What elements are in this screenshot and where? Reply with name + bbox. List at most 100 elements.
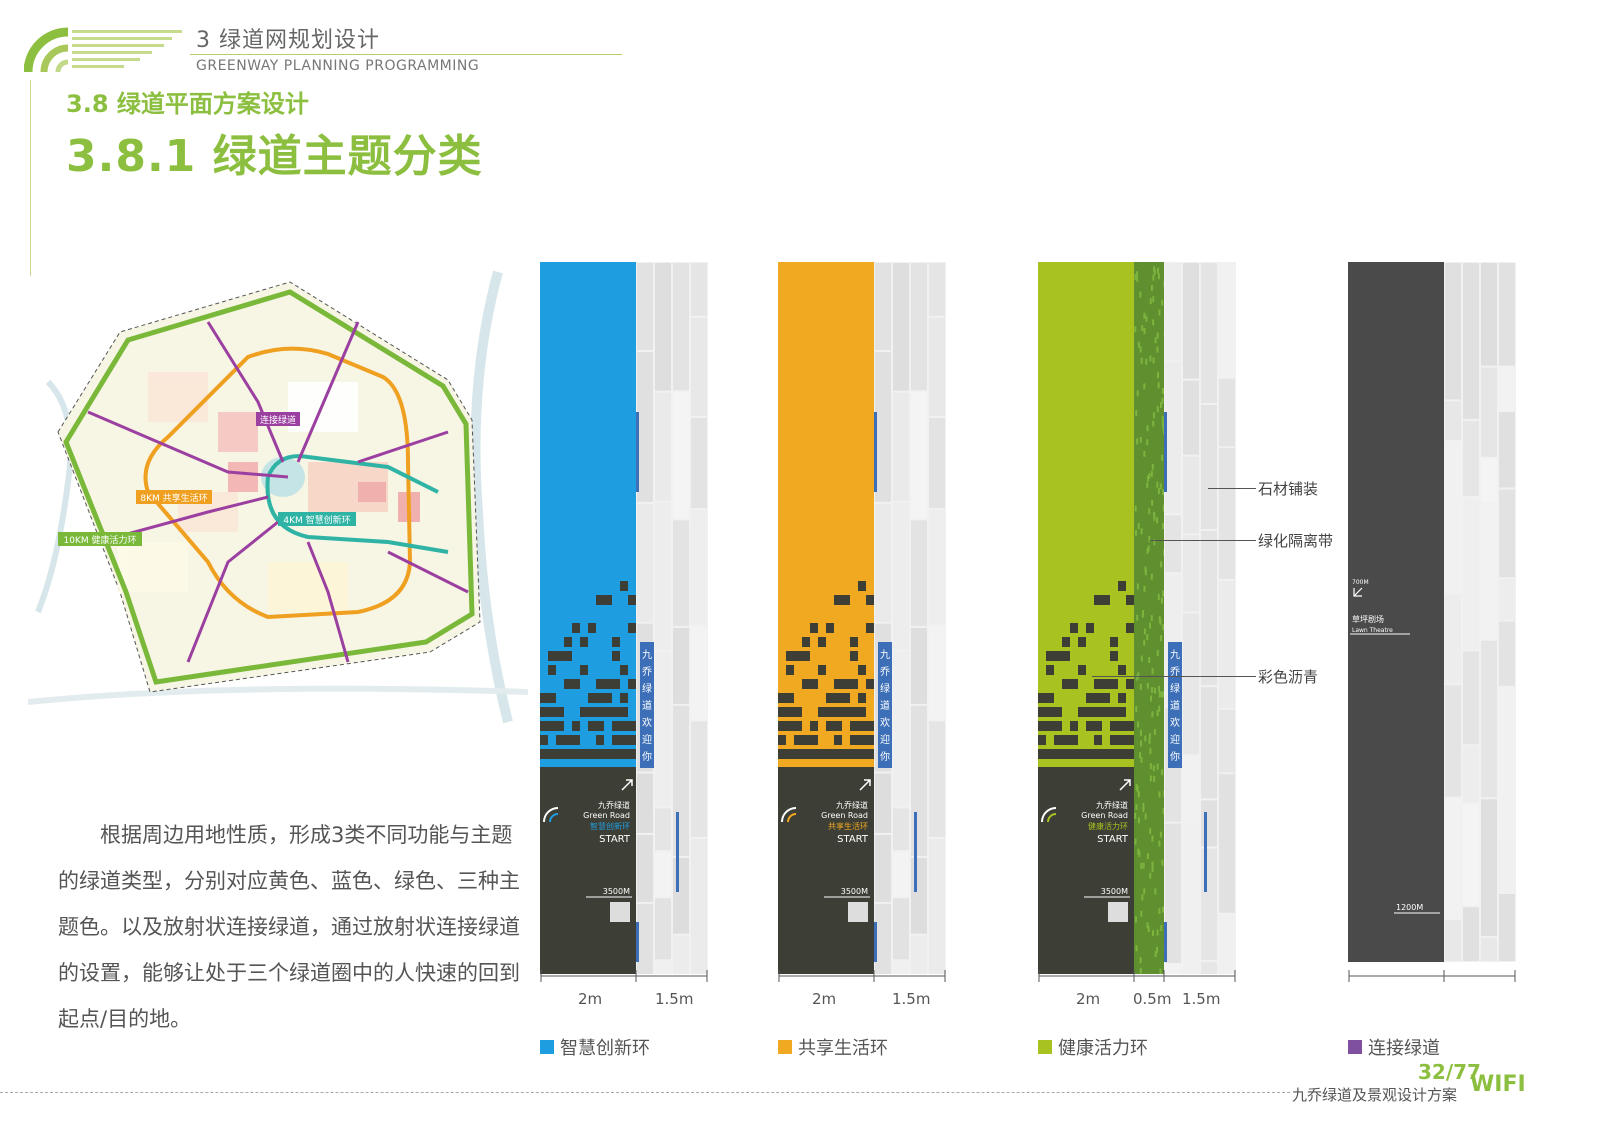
svg-text:道: 道	[1170, 699, 1180, 712]
sign-start: START	[1097, 834, 1129, 845]
sign-name: 九乔绿道	[1096, 800, 1128, 810]
sign-start: START	[837, 834, 869, 845]
sign-distance: 3500M	[603, 887, 630, 896]
svg-text:迎: 迎	[642, 734, 652, 746]
svg-text:欢: 欢	[880, 716, 890, 729]
dim-2m-3: 2m	[1076, 990, 1101, 1008]
section-title: 3.8 绿道平面方案设计	[66, 90, 309, 118]
dim-2m-2: 2m	[812, 990, 837, 1008]
svg-text:你: 你	[642, 750, 652, 763]
svg-text:道: 道	[880, 699, 890, 712]
sign-ring: 健康活力环	[1088, 821, 1128, 831]
sign-name: 九乔绿道	[598, 800, 630, 810]
sign-name: 九乔绿道	[836, 800, 868, 810]
lane-dark	[540, 767, 636, 974]
description-paragraph: 根据周边用地性质，形成3类不同功能与主题的绿道类型，分别对应黄色、蓝色、绿色、三…	[58, 823, 520, 1031]
page-number: 32/77	[1418, 1060, 1481, 1084]
sign-ring: 共享生活环	[828, 821, 868, 831]
legend-label-health: 健康活力环	[1058, 1038, 1148, 1059]
dim-05m-3: 0.5m	[1133, 990, 1172, 1008]
legend-smart: 智慧创新环	[540, 1034, 650, 1060]
qr-code-icon	[848, 902, 868, 922]
map-label-smart: 4KM 智慧创新环	[283, 514, 350, 526]
dim-15m-1: 1.5m	[655, 990, 694, 1008]
svg-text:乔: 乔	[880, 666, 890, 678]
sign-distance: 3500M	[841, 887, 868, 896]
legend-connect: 连接绿道	[1348, 1034, 1440, 1060]
left-divider	[30, 80, 31, 276]
svg-text:欢: 欢	[1170, 716, 1180, 729]
legend-swatch-connect	[1348, 1040, 1362, 1054]
svg-text:道: 道	[642, 699, 652, 712]
legend-swatch-smart	[540, 1040, 554, 1054]
callout-line-green-belt	[1150, 540, 1256, 541]
footer-wifi: WIFI	[1470, 1072, 1526, 1097]
map-label-share: 8KM 共享生活环	[140, 492, 207, 504]
map-label-health: 10KM 健康活力环	[64, 534, 137, 546]
svg-text:欢: 欢	[642, 716, 652, 729]
svg-text:九: 九	[642, 649, 652, 661]
legend-swatch-share	[778, 1040, 792, 1054]
svg-text:绿: 绿	[880, 682, 890, 695]
connect-place-en: Lawn Theatre	[1352, 627, 1393, 634]
legend-label-connect: 连接绿道	[1368, 1038, 1440, 1059]
greenway-logo-icon	[24, 27, 182, 73]
lane-grey	[1348, 262, 1444, 962]
sign-en: Green Road	[1081, 811, 1128, 820]
wifi-icon	[543, 807, 559, 823]
legend-share: 共享生活环	[778, 1034, 888, 1060]
svg-text:乔: 乔	[642, 666, 652, 678]
dim-15m-3: 1.5m	[1182, 990, 1221, 1008]
connect-place: 草坪剧场	[1352, 614, 1384, 624]
page-title: 3.8.1 绿道主题分类	[66, 131, 483, 182]
qr-code-icon	[1108, 902, 1128, 922]
svg-text:你: 你	[1170, 750, 1180, 763]
chapter-title: 3 绿道网规划设计	[196, 28, 380, 53]
footer-divider	[0, 1092, 1290, 1093]
callout-line-stone	[1208, 488, 1256, 489]
svg-text:乔: 乔	[1170, 666, 1180, 678]
svg-text:迎: 迎	[1170, 734, 1180, 746]
connect-distance-top: 700M	[1352, 579, 1369, 586]
svg-text:迎: 迎	[880, 734, 890, 746]
callout-line-asphalt	[1092, 676, 1256, 677]
arrow-icon	[859, 779, 871, 791]
wifi-icon	[1041, 807, 1057, 823]
header-divider	[190, 54, 622, 55]
wifi-icon	[781, 807, 797, 823]
legend-swatch-health	[1038, 1040, 1052, 1054]
connect-distance: 1200M	[1396, 903, 1423, 912]
map-label-connect: 连接绿道	[260, 414, 296, 426]
legend-label-smart: 智慧创新环	[560, 1038, 650, 1059]
callout-stone: 石材铺装	[1258, 480, 1319, 498]
strip-connect: 700M 草坪剧场 Lawn Theatre 1200M	[1348, 262, 1516, 982]
greenway-map: 连接绿道 8KM 共享生活环 4KM 智慧创新环 10KM 健康活力环	[28, 270, 528, 724]
lane-dark	[778, 767, 874, 974]
svg-text:你: 你	[880, 750, 890, 763]
callout-green-belt: 绿化隔离带	[1258, 532, 1334, 550]
arrow-icon	[1119, 779, 1131, 791]
arrow-icon	[1353, 587, 1363, 597]
dim-15m-2: 1.5m	[892, 990, 931, 1008]
svg-text:九: 九	[880, 649, 890, 661]
svg-text:绿: 绿	[1170, 682, 1180, 695]
legend-label-share: 共享生活环	[798, 1038, 888, 1059]
sign-ring: 智慧创新环	[590, 821, 630, 831]
sign-en: Green Road	[583, 811, 630, 820]
svg-text:九: 九	[1170, 649, 1180, 661]
arrow-icon	[621, 779, 633, 791]
sign-en: Green Road	[821, 811, 868, 820]
svg-text:绿: 绿	[642, 682, 652, 695]
callout-asphalt: 彩色沥青	[1258, 668, 1319, 686]
qr-code-icon	[610, 902, 630, 922]
lane-dark	[1038, 767, 1134, 974]
sign-distance: 3500M	[1101, 887, 1128, 896]
dim-2m-1: 2m	[578, 990, 603, 1008]
chapter-title-en: GREENWAY PLANNING PROGRAMMING	[196, 58, 480, 74]
footer-title: 九乔绿道及景观设计方案	[1292, 1086, 1458, 1104]
legend-health: 健康活力环	[1038, 1034, 1148, 1060]
sign-start: START	[599, 834, 631, 845]
